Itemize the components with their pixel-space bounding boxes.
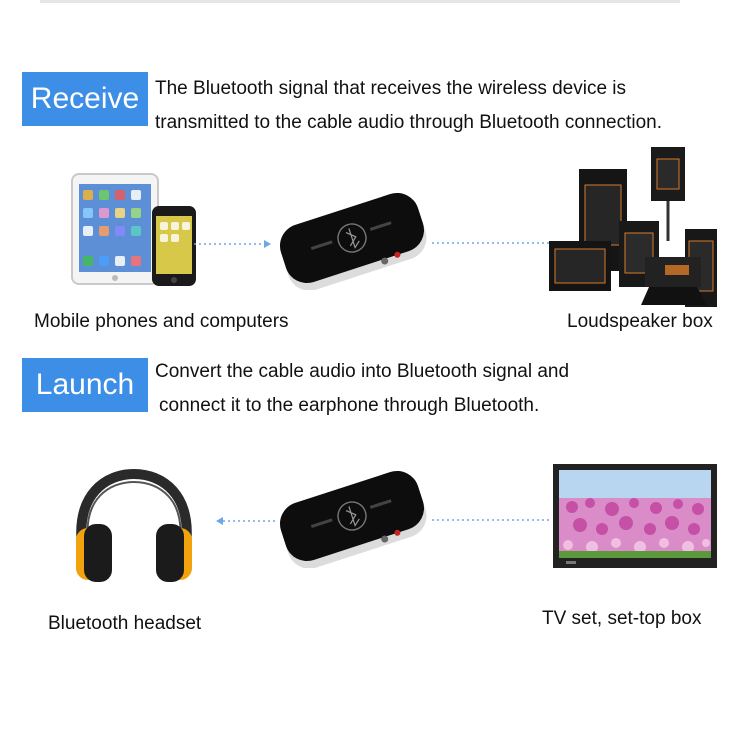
tablet-phone-icon (70, 172, 200, 290)
launch-left-connector (214, 515, 280, 527)
receive-left-caption: Mobile phones and computers (34, 311, 289, 332)
bluetooth-adapter-icon (272, 464, 432, 568)
launch-description-line-1: Convert the cable audio into Bluetooth s… (155, 361, 570, 382)
tv-icon (552, 463, 718, 573)
receive-description: The Bluetooth signal that receives the w… (155, 72, 662, 140)
launch-right-connector (430, 515, 554, 525)
receive-right-connector (430, 238, 554, 248)
launch-description-line-2: connect it to the earphone through Bluet… (159, 395, 540, 416)
top-edge-strip (0, 0, 750, 8)
headphones-icon (66, 468, 202, 586)
launch-description: Convert the cable audio into Bluetooth s… (155, 355, 569, 423)
receive-description-line-1: The Bluetooth signal that receives the w… (155, 78, 627, 99)
speaker-stack-icon (545, 145, 725, 313)
launch-left-caption: Bluetooth headset (48, 613, 202, 634)
receive-description-line-2: transmitted to the cable audio through B… (155, 112, 663, 133)
receive-right-caption: Loudspeaker box (567, 311, 713, 332)
launch-right-caption: TV set, set-top box (542, 608, 702, 629)
bluetooth-adapter-icon (272, 186, 432, 290)
receive-left-connector (192, 238, 272, 250)
launch-tag: Launch (22, 358, 148, 412)
receive-tag: Receive (22, 72, 148, 126)
